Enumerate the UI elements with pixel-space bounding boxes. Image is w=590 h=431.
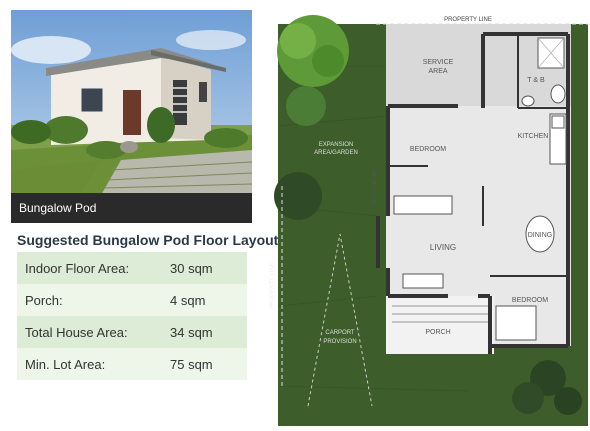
row-value: 4 sqm — [170, 292, 206, 308]
kitchen-counter — [549, 113, 567, 165]
tree-icon — [277, 15, 349, 87]
table-title: Suggested Bungalow Pod Floor Layout — [17, 232, 279, 248]
row-value: 30 sqm — [170, 260, 213, 276]
dining-table-icon — [525, 215, 555, 253]
row-label: Indoor Floor Area: — [25, 260, 130, 276]
table-row: Total House Area: 34 sqm — [17, 316, 247, 348]
bed-icon — [393, 195, 453, 215]
property-line-side-label: PROPERTY LINE — [270, 262, 276, 310]
row-label: Porch: — [25, 292, 63, 308]
line-of-house-label: LINE OF HOUSE — [370, 167, 376, 206]
sink-icon — [521, 95, 535, 107]
table-row: Porch: 4 sqm — [17, 284, 247, 316]
table-row: Indoor Floor Area: 30 sqm — [17, 252, 247, 284]
row-value: 34 sqm — [170, 324, 213, 340]
shrub-icon — [274, 86, 582, 415]
carport-label: CARPORT — [325, 330, 355, 336]
expansion-label-2: AREA/GARDEN — [314, 150, 358, 156]
table-row: Min. Lot Area: 75 sqm — [17, 348, 247, 380]
photo-caption: Bungalow Pod — [11, 193, 252, 223]
service-area-label: SERVICE — [423, 59, 454, 66]
row-label: Total House Area: — [25, 324, 128, 340]
living-label: LIVING — [430, 243, 456, 252]
house-photo — [11, 10, 252, 223]
carport-label-2: PROVISION — [323, 339, 356, 345]
carport-outline — [307, 233, 373, 407]
floor-area-table: Indoor Floor Area: 30 sqm Porch: 4 sqm T… — [17, 252, 247, 380]
t-and-b-label: T & B — [527, 77, 545, 84]
porch-label: PORCH — [425, 329, 450, 336]
sofa-icon — [402, 273, 444, 289]
floor-plan: PROPERTY LINE PROPERTY LINE — [268, 6, 588, 426]
row-label: Min. Lot Area: — [25, 356, 106, 372]
kitchen-label: KITCHEN — [518, 133, 549, 140]
bedroom-2-label: BEDROOM — [512, 297, 548, 304]
row-value: 75 sqm — [170, 356, 213, 372]
service-area-label-2: AREA — [428, 68, 447, 75]
bedroom-1-label: BEDROOM — [410, 146, 446, 153]
house-floor — [386, 24, 571, 354]
expansion-label: EXPANSION — [319, 142, 354, 148]
toilet-icon — [550, 84, 566, 104]
bed-icon — [495, 305, 537, 341]
dining-label: DINING — [528, 232, 553, 239]
property-line-top-label: PROPERTY LINE — [444, 17, 492, 23]
